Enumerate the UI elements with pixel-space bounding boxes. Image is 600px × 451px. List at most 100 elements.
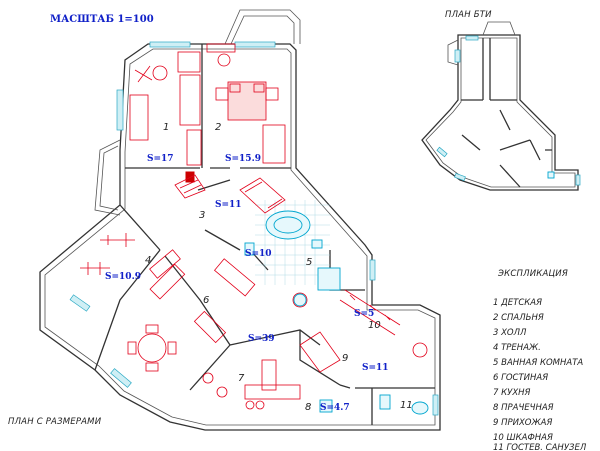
room-area: S=11 — [362, 363, 389, 373]
desk-1 — [177, 51, 201, 73]
bench-4 — [149, 249, 181, 279]
toilet — [244, 242, 255, 256]
dining-chair — [127, 341, 137, 355]
window — [69, 294, 91, 312]
room-area: S=10.9 — [105, 272, 141, 282]
bed-1 — [179, 74, 201, 126]
bti-outer-wall — [421, 34, 579, 191]
nightstand-2b — [215, 87, 229, 101]
room-number: 4 — [145, 255, 151, 266]
bti-fixture — [547, 171, 555, 179]
sofa-6c — [193, 310, 227, 344]
bti-plan — [421, 21, 581, 191]
room-number: 9 — [342, 353, 348, 364]
legend-item: 4 ТРЕНАЖ. — [493, 343, 541, 353]
legend-item: 7 КУХНЯ — [493, 388, 531, 398]
bti-window — [436, 146, 448, 158]
room-number: 1 — [163, 122, 169, 133]
bti-window — [465, 35, 479, 41]
heater-1 — [185, 171, 195, 183]
bti-loggia — [447, 39, 459, 66]
legend-item: 3 ХОЛЛ — [493, 328, 527, 338]
room-number: 2 — [215, 122, 221, 133]
pillow-2a — [229, 83, 241, 93]
sink — [311, 239, 323, 249]
room-area: S=15.9 — [225, 154, 261, 164]
bti-title: ПЛАН БТИ — [445, 10, 492, 20]
room-area: S=11 — [215, 200, 242, 210]
window — [116, 89, 124, 131]
window — [234, 41, 276, 48]
bti-inner-wall — [425, 37, 576, 188]
room-number: 6 — [203, 295, 209, 306]
legend-title: ЭКСПЛИКАЦИЯ — [497, 269, 568, 279]
dining-chair — [145, 362, 159, 372]
legend-item: 1 ДЕТСКАЯ — [493, 298, 542, 308]
bti-balcony — [482, 21, 516, 36]
room-number: 11 — [400, 400, 413, 411]
sofa-6a — [149, 263, 186, 300]
room-area: S=10 — [245, 249, 272, 259]
stove-ring — [255, 400, 265, 410]
main-plan: 1 2 3 4 5 6 7 8 9 10 11 S=17 S=15.9 S=11… — [39, 9, 441, 431]
bti-window — [575, 174, 581, 186]
room-number: 5 — [306, 257, 312, 268]
room-number: 7 — [238, 373, 245, 384]
dresser-2 — [206, 43, 236, 53]
outer-wall-inner — [44, 48, 436, 426]
closet-10 — [339, 289, 401, 336]
pillow-2b — [253, 83, 265, 93]
outer-wall — [39, 43, 441, 431]
wardrobe-1 — [129, 94, 149, 141]
shelf-1 — [186, 129, 202, 166]
legend-item: 6 ГОСТИНАЯ — [493, 373, 548, 383]
bathtub-inner — [273, 216, 303, 234]
plumbing — [244, 210, 429, 415]
room-number: 8 — [305, 402, 311, 413]
room-area: S=17 — [147, 154, 174, 164]
interior-walls — [94, 44, 435, 425]
sofa-3 — [239, 177, 286, 214]
kitchen-counter — [244, 384, 301, 400]
window — [432, 394, 439, 416]
treadmill-icon — [80, 233, 135, 275]
guest-toilet — [379, 394, 391, 410]
chair-2 — [217, 53, 231, 67]
wardrobe-2 — [262, 124, 286, 164]
legend-item: 10 ШКАФНАЯ — [493, 433, 553, 443]
entry-door-mark — [412, 342, 428, 358]
legend-item: 11 ГОСТЕВ. САНУЗЕЛ — [493, 443, 587, 451]
bathroom-tiles — [255, 200, 330, 285]
loggia-left — [94, 139, 121, 216]
legend-item: 2 СПАЛЬНЯ — [493, 313, 544, 323]
stair-1 — [174, 174, 206, 199]
bed-2 — [227, 81, 267, 121]
room-area: S=5 — [354, 309, 374, 319]
washing-machine — [319, 399, 333, 413]
dims-title: ПЛАН С РАЗМЕРАМИ — [8, 417, 102, 427]
bti-window — [454, 172, 466, 182]
window — [149, 41, 191, 48]
furniture — [80, 43, 428, 410]
room-area: S=4.7 — [320, 403, 350, 413]
loggia-left-inner — [99, 145, 119, 211]
room-number: 3 — [199, 210, 205, 221]
sofa-6b — [213, 258, 256, 297]
chair-1 — [152, 65, 168, 81]
dining-chair — [145, 324, 159, 334]
armchair — [292, 292, 308, 308]
legend-item: 9 ПРИХОЖАЯ — [493, 418, 552, 428]
window — [110, 368, 132, 388]
room-area: S=39 — [248, 334, 275, 344]
dining-table — [137, 333, 167, 363]
nightstand-2a — [265, 87, 279, 101]
room-number: 10 — [368, 320, 381, 331]
bti-window — [454, 49, 461, 63]
bunk-icon — [134, 65, 153, 83]
legend-item: 5 ВАННАЯ КОМНАТА — [493, 358, 583, 368]
stool — [216, 386, 228, 398]
balcony-top — [224, 9, 301, 45]
kitchen-counter-2 — [261, 359, 277, 391]
shower — [317, 267, 341, 291]
